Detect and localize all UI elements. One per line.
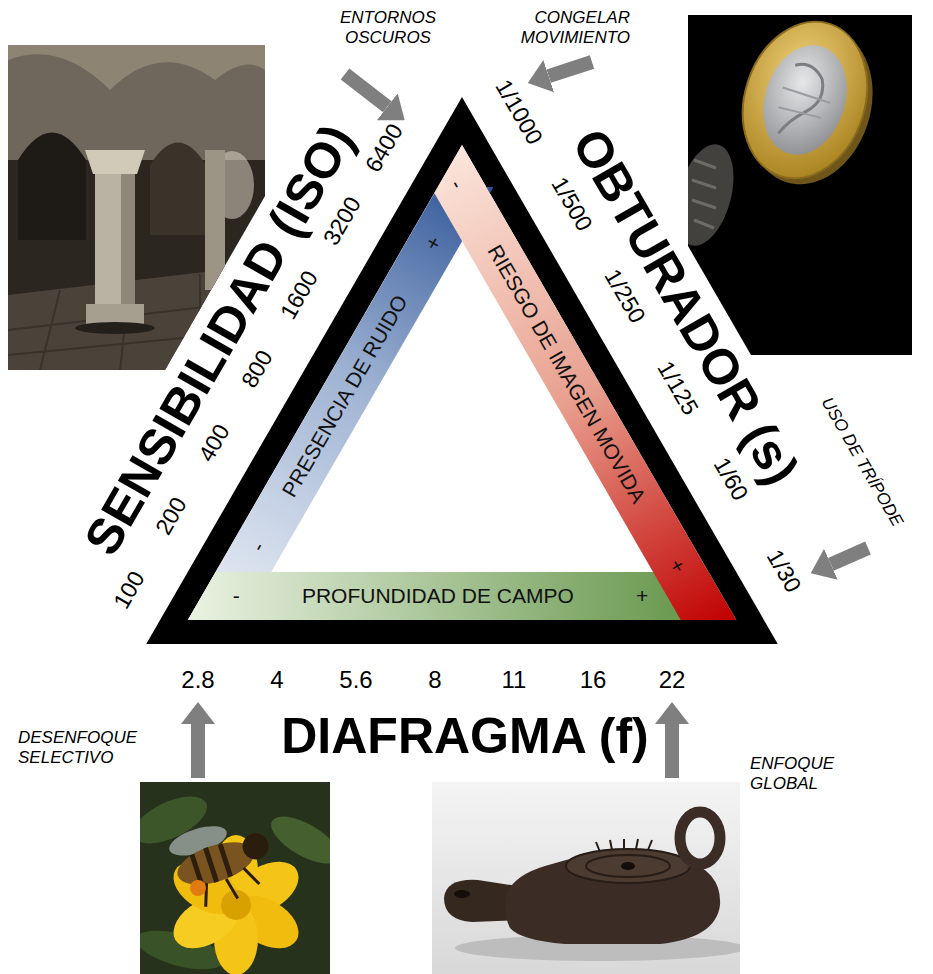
label-holder: SENSIBILIDAD (ISO) [74,115,367,565]
aperture-value: 2.8 [181,666,214,694]
lamp-photo [680,812,720,864]
aperture-value: 16 [580,666,607,694]
aperture-value: 22 [659,666,686,694]
aperture-value: 11 [502,666,527,694]
axis-title: SENSIBILIDAD (ISO) [74,115,367,565]
label-holder: DESENFOQUE SELECTIVO [18,728,137,767]
label-holder: 22 [659,666,686,694]
coin-photo [666,138,743,252]
crypt-photo [18,133,86,241]
band-sign: + [664,555,690,577]
callout-note: DESENFOQUE SELECTIVO [18,728,137,767]
crypt-photo [75,322,155,334]
callout-note: ENFOQUE GLOBAL [750,754,834,793]
coin-photo [774,61,829,142]
crypt-photo [8,45,265,90]
bee-photo [198,865,262,909]
lamp-photo [621,862,635,870]
label-holder: DIAFRAGMA (f) [281,708,649,766]
iso-value: 6400 [360,119,408,177]
lamp-photo [596,839,652,852]
label-holder: 5.6 [339,666,372,694]
crypt-photo [95,174,135,306]
label-holder: 1/1000 [490,75,548,149]
band-sign: - [246,538,269,556]
label-holder: CONGELAR MOVIMIENTO [521,8,630,47]
lamp-photo [454,890,470,898]
iso-value: 100 [108,567,150,613]
coin-photo [777,88,831,122]
pointer-arrow [345,74,387,107]
axis-title: DIAFRAGMA (f) [281,708,649,766]
label-holder: 11 [502,666,527,694]
crypt-photo [150,143,206,236]
aperture-value: 8 [428,666,441,694]
lamp-photo [586,855,670,877]
label-holder: ENFOQUE GLOBAL [750,754,834,793]
bee-photo [190,880,206,896]
label-holder: 100 [108,567,150,613]
callout-note: CONGELAR MOVIMIENTO [521,8,630,47]
label-holder: USO DE TRÍPODE [817,394,907,530]
shutter-value: 1/30 [762,545,807,597]
coin-photo [723,5,887,194]
bee-photo [140,782,330,974]
coin-photo [722,5,893,200]
label-holder: 1/30 [762,545,807,597]
label-holder: 6400 [360,119,408,177]
crypt-photo [85,150,145,174]
crypt-photo [205,150,225,290]
callout-note: ENTORNOS OSCUROS [340,8,436,47]
band-sign: + [420,232,446,254]
label-holder: 16 [580,666,607,694]
aperture-value: 5.6 [339,666,372,694]
band-label: PROFUNDIDAD DE CAMPO [302,584,574,607]
band-fill [420,145,736,644]
band-sign: - [445,175,468,193]
band-sign: - [233,584,240,607]
crypt-photo [121,174,135,306]
band-fill [188,572,736,620]
coin-photo [750,34,861,165]
label-holder: ENTORNOS OSCUROS [340,8,436,47]
band-sign: + [636,584,648,607]
pointer-arrow [665,724,679,778]
pointer-arrow [549,62,592,76]
depth-of-field-band: - PROFUNDIDAD DE CAMPO + [188,572,736,620]
band-fill [188,163,493,644]
bee-photo [239,830,272,863]
shutter-value: 1/1000 [490,75,548,149]
coin-photo [692,160,716,228]
label-holder: 4 [270,666,283,694]
callout-note: USO DE TRÍPODE [817,394,907,530]
lamp-photo [566,849,690,883]
pointer-arrow [831,548,868,564]
label-holder: 8 [428,666,441,694]
aperture-value: 4 [270,666,283,694]
label-holder: 2.8 [181,666,214,694]
pointer-arrow [191,724,205,778]
lamp-photo [432,782,740,974]
bee-photo [166,809,282,914]
band-text-row: - PROFUNDIDAD DE CAMPO + [188,572,736,620]
